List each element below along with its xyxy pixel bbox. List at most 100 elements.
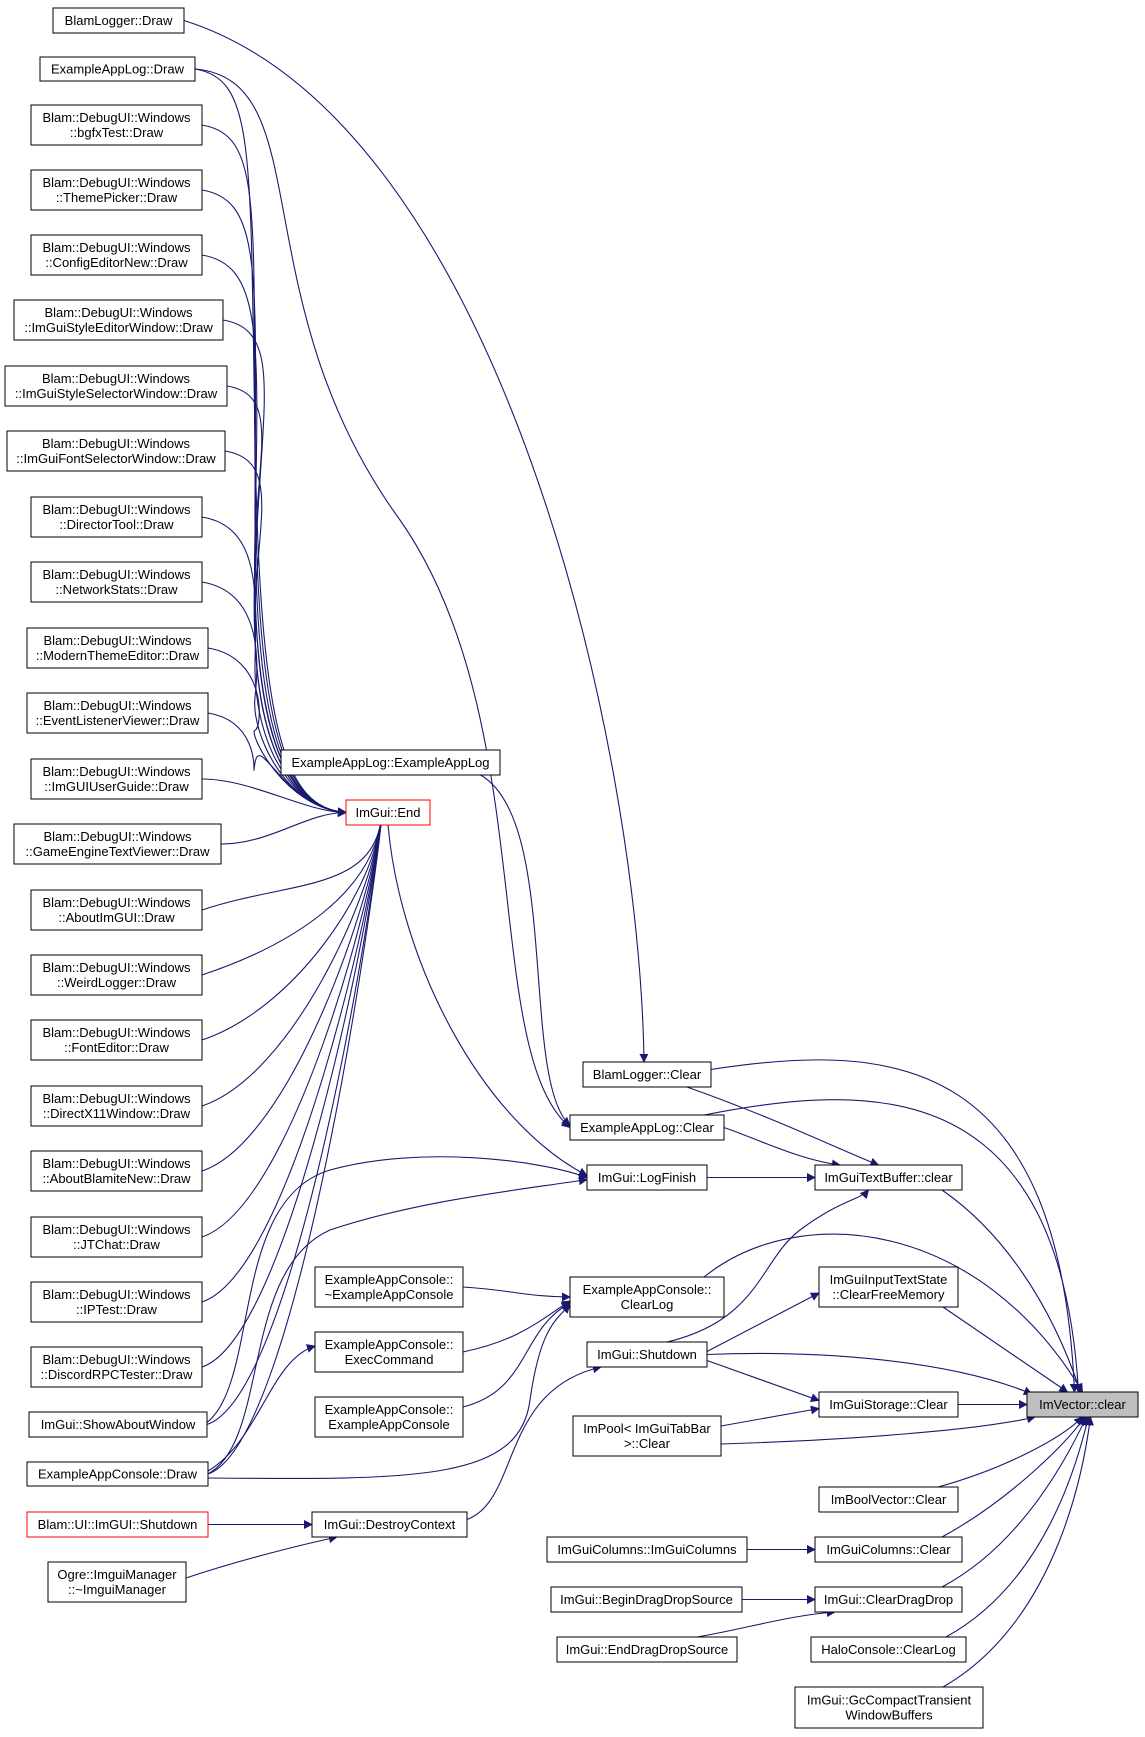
node-imvector-clear[interactable]: ImVector::clear [1026, 1391, 1139, 1418]
node-label: Blam::DebugUI::Windows [42, 960, 191, 975]
node-label: Blam::DebugUI::Windows [43, 698, 192, 713]
node-showaboutwindow[interactable]: ImGui::ShowAboutWindow [28, 1411, 208, 1438]
node-aboutimgui-draw[interactable]: Blam::DebugUI::Windows::AboutImGUI::Draw [30, 889, 203, 931]
edge-gccompacttransientwindowbuffers-to-imvector_clear [942, 1416, 1094, 1688]
node-modernthemeeditor-draw[interactable]: Blam::DebugUI::Windows::ModernThemeEdito… [26, 627, 209, 669]
node-box [794, 1686, 984, 1729]
node-fonteditor-draw[interactable]: Blam::DebugUI::Windows::FontEditor::Draw [30, 1019, 203, 1061]
node-imguitextbuffer-clear[interactable]: ImGuiTextBuffer::clear [814, 1164, 963, 1191]
node-gameenginetextviewer-draw[interactable]: Blam::DebugUI::Windows::GameEngineTextVi… [13, 823, 222, 865]
node-iptest-draw[interactable]: Blam::DebugUI::Windows::IPTest::Draw [30, 1281, 203, 1323]
node-box [280, 749, 501, 776]
node-exampleappconsole-ctor[interactable]: ExampleAppConsole::ExampleAppConsole [314, 1396, 464, 1438]
node-label: ImPool< ImGuiTabBar [583, 1421, 711, 1436]
node-imguiinputtextstate-clearfreememory[interactable]: ImGuiInputTextState::ClearFreeMemory [818, 1266, 959, 1308]
node-eventlistenerviewer-draw[interactable]: Blam::DebugUI::Windows::EventListenerVie… [26, 692, 209, 734]
node-label: BlamLogger::Draw [65, 13, 173, 28]
node-blamlogger-clear[interactable]: BlamLogger::Clear [582, 1061, 712, 1088]
node-imguifontselectorwindow-draw[interactable]: Blam::DebugUI::Windows::ImGuiFontSelecto… [6, 430, 226, 472]
edge-imgui_shutdown-to-imvector_clear [706, 1352, 1033, 1396]
node-exampleapplog-ctor[interactable]: ExampleAppLog::ExampleAppLog [280, 749, 501, 776]
node-enddragdropsource[interactable]: ImGui::EndDragDropSource [556, 1636, 738, 1663]
edge-exampleappconsole_dtor-to-exampleappconsole_clearlog [462, 1286, 571, 1302]
node-label: Blam::DebugUI::Windows [42, 371, 191, 386]
node-exampleappconsole-clearlog[interactable]: ExampleAppConsole::ClearLog [569, 1276, 725, 1318]
node-label: ::DirectorTool::Draw [59, 517, 174, 532]
node-directx11window-draw[interactable]: Blam::DebugUI::Windows::DirectX11Window:… [30, 1085, 203, 1127]
node-label: ::AboutImGUI::Draw [58, 910, 175, 925]
edge-blamlogger_clear-to-imguitextbuffer_clear [686, 1086, 880, 1167]
edge-imgui_shutdown-to-imguiinputtextstate_clearfreememory [706, 1292, 820, 1352]
node-label: ImVector::clear [1039, 1397, 1126, 1412]
edge-exampleappconsole_clearlog-to-imvector_clear [703, 1233, 1083, 1393]
node-discordrpctester-draw[interactable]: Blam::DebugUI::Windows::DiscordRPCTester… [30, 1346, 203, 1388]
node-label: ::EventListenerViewer::Draw [36, 713, 200, 728]
node-imguicolumns-ctor[interactable]: ImGuiColumns::ImGuiColumns [546, 1536, 748, 1563]
node-impool-clear[interactable]: ImPool< ImGuiTabBar>::Clear [572, 1415, 722, 1457]
node-imguistyleselectorwindow-draw[interactable]: Blam::DebugUI::Windows::ImGuiStyleSelect… [4, 365, 228, 407]
node-box [814, 1586, 963, 1613]
edge-jtchat_draw-to-imgui_end [201, 812, 386, 1238]
node-label: ImGui::Shutdown [597, 1347, 697, 1362]
node-exampleappconsole-draw[interactable]: ExampleAppConsole::Draw [26, 1461, 209, 1487]
node-exampleapplog-clear[interactable]: ExampleAppLog::Clear [569, 1114, 725, 1141]
edge-imgui_end-to-imgui_logfinish [387, 824, 588, 1176]
node-weirdlogger-draw[interactable]: Blam::DebugUI::Windows::WeirdLogger::Dra… [30, 954, 203, 996]
node-box [26, 627, 209, 669]
node-exampleapplog-draw[interactable]: ExampleAppLog::Draw [39, 56, 196, 82]
node-label: ExampleAppConsole::Draw [38, 1467, 198, 1482]
node-imboolvector-clear[interactable]: ImBoolVector::Clear [818, 1486, 959, 1513]
node-label: ExampleAppConsole [328, 1417, 449, 1432]
node-label: ImGuiTextBuffer::clear [824, 1170, 953, 1185]
node-box [572, 1415, 722, 1457]
node-box [4, 365, 228, 407]
node-box [345, 799, 431, 826]
node-imguicolumns-clear[interactable]: ImGuiColumns::Clear [814, 1536, 963, 1563]
edge-imguitextbuffer_clear-to-imvector_clear [941, 1189, 1083, 1393]
node-ogre-imguimanager-dtor[interactable]: Ogre::ImguiManager::~ImguiManager [47, 1561, 187, 1603]
node-label: ::DiscordRPCTester::Draw [41, 1367, 193, 1382]
edge-ogre_imguimanager_dtor-to-imgui_destroycontext [185, 1534, 338, 1579]
node-haloconsole-clearlog[interactable]: HaloConsole::ClearLog [810, 1636, 967, 1663]
node-label: ImGui::End [355, 805, 420, 820]
node-imgui-end[interactable]: ImGui::End [345, 799, 431, 826]
node-bgfxtest-draw[interactable]: Blam::DebugUI::Windows::bgfxTest::Draw [30, 104, 203, 146]
node-blam-ui-imgui-shutdown[interactable]: Blam::UI::ImGUI::Shutdown [26, 1511, 209, 1538]
node-imguistorage-clear[interactable]: ImGuiStorage::Clear [818, 1391, 959, 1418]
node-box [30, 1019, 203, 1061]
node-label: Blam::DebugUI::Windows [42, 1025, 191, 1040]
edge-enddragdropsource-to-imgui_cleardragdrop [696, 1608, 836, 1638]
node-configeditornew-draw[interactable]: Blam::DebugUI::Windows::ConfigEditorNew:… [30, 234, 203, 276]
node-begindragdropsource[interactable]: ImGui::BeginDragDropSource [550, 1586, 743, 1613]
node-label: ImGui::DestroyContext [324, 1517, 456, 1532]
node-directortool-draw[interactable]: Blam::DebugUI::Windows::DirectorTool::Dr… [30, 496, 203, 538]
node-imguistyleeditorwindow-draw[interactable]: Blam::DebugUI::Windows::ImGuiStyleEditor… [13, 299, 224, 341]
node-jtchat-draw[interactable]: Blam::DebugUI::Windows::JTChat::Draw [30, 1216, 203, 1258]
edge-impool_clear-to-imguistorage_clear [720, 1405, 820, 1427]
node-exampleappconsole-execcommand[interactable]: ExampleAppConsole::ExecCommand [314, 1331, 464, 1373]
node-box [810, 1636, 967, 1663]
node-imgui-destroycontext[interactable]: ImGui::DestroyContext [311, 1511, 468, 1538]
node-box [30, 1281, 203, 1323]
node-label: Blam::DebugUI::Windows [42, 1156, 191, 1171]
node-label: Blam::UI::ImGUI::Shutdown [38, 1517, 198, 1532]
node-label: Blam::DebugUI::Windows [42, 1352, 191, 1367]
node-box [311, 1511, 468, 1538]
edge-imguicolumns_clear-to-imvector_clear [941, 1416, 1085, 1538]
node-imgui-shutdown[interactable]: ImGui::Shutdown [586, 1341, 708, 1368]
node-aboutblamitenew-draw[interactable]: Blam::DebugUI::Windows::AboutBlamiteNew:… [30, 1150, 203, 1192]
node-box [814, 1164, 963, 1191]
node-imguiuserguide-draw[interactable]: Blam::DebugUI::Windows::ImGUIUserGuide::… [30, 758, 203, 800]
node-exampleappconsole-dtor[interactable]: ExampleAppConsole::~ExampleAppConsole [314, 1266, 464, 1308]
node-imgui-cleardragdrop[interactable]: ImGui::ClearDragDrop [814, 1586, 963, 1613]
node-networkstats-draw[interactable]: Blam::DebugUI::Windows::NetworkStats::Dr… [30, 561, 203, 603]
node-label: ::DirectX11Window::Draw [43, 1106, 191, 1121]
node-blamlogger-draw[interactable]: BlamLogger::Draw [52, 7, 185, 34]
node-label: ImGuiInputTextState [830, 1272, 948, 1287]
node-box [818, 1391, 959, 1418]
node-themepicker-draw[interactable]: Blam::DebugUI::Windows::ThemePicker::Dra… [30, 169, 203, 211]
node-imgui-logfinish[interactable]: ImGui::LogFinish [586, 1164, 708, 1191]
edge-imgui_cleardragdrop-to-imvector_clear [941, 1416, 1087, 1588]
node-box [586, 1341, 708, 1368]
